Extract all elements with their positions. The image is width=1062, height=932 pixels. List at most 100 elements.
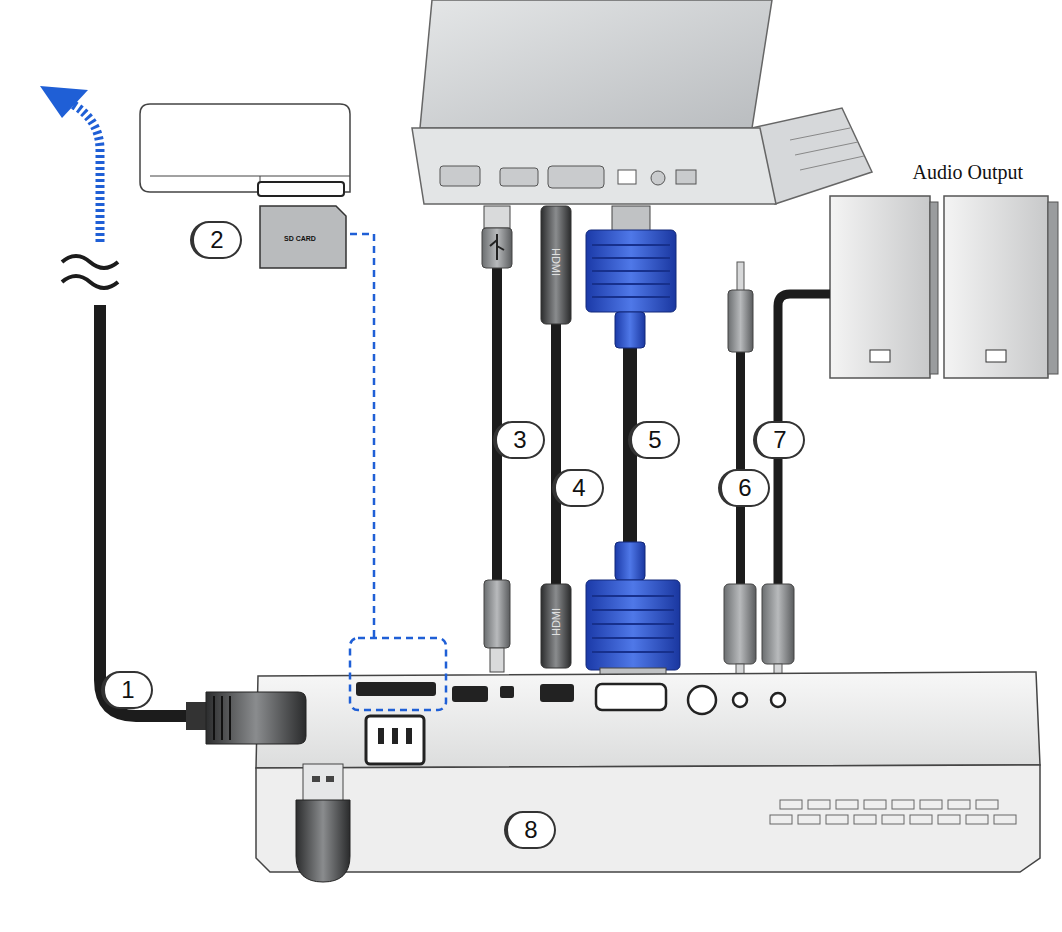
vent-slot — [836, 800, 858, 809]
vga-plug — [586, 580, 680, 670]
audio-tip — [737, 262, 744, 292]
callout-number: 8 — [504, 811, 556, 849]
callout-number: 7 — [753, 421, 805, 459]
mini-usb-tip — [490, 648, 504, 672]
vent-slot — [910, 815, 932, 824]
projector — [256, 638, 1040, 872]
laptop-lid — [420, 0, 772, 128]
vent-slot — [798, 815, 820, 824]
connector-text: HDMI — [550, 248, 562, 276]
callout-number: 2 — [190, 221, 242, 259]
speakers — [830, 196, 1058, 378]
laptop-port — [440, 166, 480, 186]
to-outlet-arrow — [72, 104, 100, 242]
vga-strain — [615, 542, 645, 580]
vent-slot — [976, 800, 998, 809]
vent-slot — [826, 815, 848, 824]
vga-shell — [612, 206, 650, 232]
power-cable — [100, 305, 200, 716]
keyboard-line — [795, 142, 858, 155]
usb-stick-connector — [303, 764, 343, 802]
svideo-port — [688, 686, 716, 714]
power-plug — [206, 692, 306, 744]
callout-number: 4 — [552, 469, 604, 507]
laptop-port — [676, 170, 696, 184]
audio-plug — [762, 584, 794, 664]
speaker-box — [944, 196, 1048, 378]
inlet-pin — [392, 728, 398, 744]
laptop-back — [412, 128, 776, 204]
connector-text: HDMI — [550, 608, 562, 636]
laptop-port — [500, 168, 538, 186]
vent-slot — [864, 800, 886, 809]
vga-grip — [592, 596, 674, 652]
audio-plug — [724, 584, 756, 664]
hdmi-cable — [551, 320, 561, 590]
callout-number: 1 — [101, 671, 153, 709]
card-slot — [258, 182, 344, 196]
laptop-port — [651, 171, 665, 185]
vent-slot — [780, 800, 802, 809]
laptop — [412, 0, 872, 204]
plug-strain — [186, 702, 206, 730]
laptop-port — [548, 166, 604, 188]
callout-number: 6 — [718, 469, 770, 507]
vent-slot — [808, 800, 830, 809]
highlight-box — [350, 638, 446, 710]
mini-usb-plug — [484, 580, 510, 648]
usb-plug-tip — [484, 206, 510, 228]
speaker-box — [830, 196, 930, 378]
arrow-head — [40, 86, 88, 118]
sd-card-detail — [140, 104, 374, 638]
usb-stick-hole — [312, 776, 320, 782]
usb-symbol — [490, 234, 504, 260]
break-symbol — [62, 256, 118, 288]
vent-slot — [938, 815, 960, 824]
laptop-port — [618, 170, 636, 184]
keyboard-line — [790, 128, 850, 140]
projector-panel — [256, 672, 1040, 768]
vent-slot — [854, 815, 876, 824]
usb-port — [452, 686, 488, 702]
part-name: Audio Output — [913, 161, 1024, 184]
vga-grip — [592, 245, 670, 297]
vent-slot — [882, 815, 904, 824]
vent-slot — [994, 815, 1016, 824]
vent-slot — [770, 815, 792, 824]
callout-number: 3 — [493, 421, 545, 459]
device-detail — [140, 104, 350, 192]
hdmi-plug — [541, 584, 571, 668]
audio-port — [733, 693, 747, 707]
hdmi-plug — [541, 206, 571, 324]
usb-stick-hole — [326, 776, 334, 782]
audio-port — [771, 693, 785, 707]
cables — [482, 206, 830, 690]
vent-slot — [966, 815, 988, 824]
vga-plug — [586, 230, 676, 312]
usb-cable — [492, 250, 502, 580]
vga-strain — [615, 312, 645, 348]
usb-stick-body — [296, 800, 350, 882]
sd-slot — [356, 682, 436, 696]
keyboard-line — [800, 156, 864, 170]
inlet-pin — [406, 728, 412, 744]
vent-slot — [920, 800, 942, 809]
inlet-pin — [378, 728, 384, 744]
speaker-led — [986, 350, 1006, 362]
hdmi-port — [540, 684, 574, 702]
vga-port — [596, 684, 666, 710]
speaker-side — [930, 202, 938, 374]
callout-number: 5 — [628, 421, 680, 459]
speaker-side — [1048, 202, 1058, 374]
usb-stick — [296, 764, 350, 882]
leader-line — [350, 234, 374, 638]
card-text: SD CARD — [284, 235, 316, 242]
sd-card — [260, 206, 346, 268]
plug-ridge — [214, 696, 230, 740]
mini-usb-port — [500, 686, 514, 698]
vent-slot — [948, 800, 970, 809]
projector-vent — [770, 800, 1016, 824]
audio-plug — [728, 290, 753, 352]
